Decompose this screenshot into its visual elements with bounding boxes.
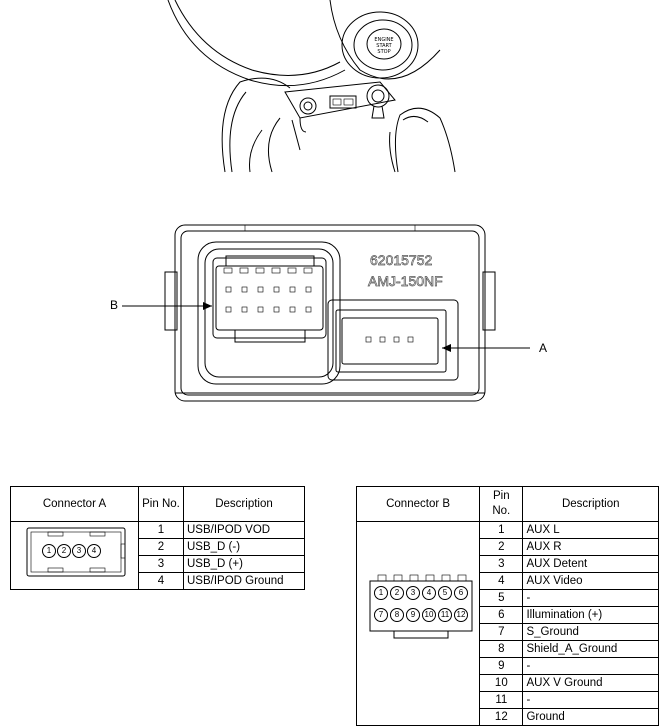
pin-no-header: Pin No. — [479, 486, 524, 522]
module-front-view: 62015752 AMJ-150NF — [122, 224, 530, 402]
connector-a-table: Connector A Pin No. Description 1 USB/IP… — [10, 486, 305, 590]
description-header: Description — [522, 486, 659, 522]
interior-sketch: ENGINE START STOP — [167, 0, 456, 173]
connector-a-image-cell — [10, 521, 139, 590]
model-text: AMJ-150NF — [368, 273, 443, 289]
connector-b-pins-front — [223, 267, 313, 313]
table-row: 9- — [357, 657, 659, 675]
svg-text:ENGINE: ENGINE — [374, 37, 393, 43]
part-number-text: 62015752 — [370, 252, 433, 268]
connector-b-image-cell — [355, 521, 481, 726]
callout-b-label: B — [110, 298, 119, 312]
connector-a-header: Connector A — [10, 486, 139, 522]
connector-b-header: Connector B — [355, 486, 481, 522]
callout-a-label: A — [539, 341, 548, 355]
table-row: 11- — [357, 691, 659, 709]
start-stop-button: ENGINE START STOP — [341, 11, 419, 79]
description-header: Description — [183, 486, 305, 522]
table-row: 3 USB_D (+) — [11, 555, 305, 573]
svg-text:START: START — [376, 43, 392, 49]
connector-a-pins-front — [365, 336, 414, 343]
pin-no-header: Pin No. — [138, 486, 184, 522]
svg-text:STOP: STOP — [377, 49, 390, 55]
table-row: 1 USB/IPOD VOD — [10, 521, 305, 590]
table-row: 4 USB/IPOD Ground — [11, 572, 305, 590]
